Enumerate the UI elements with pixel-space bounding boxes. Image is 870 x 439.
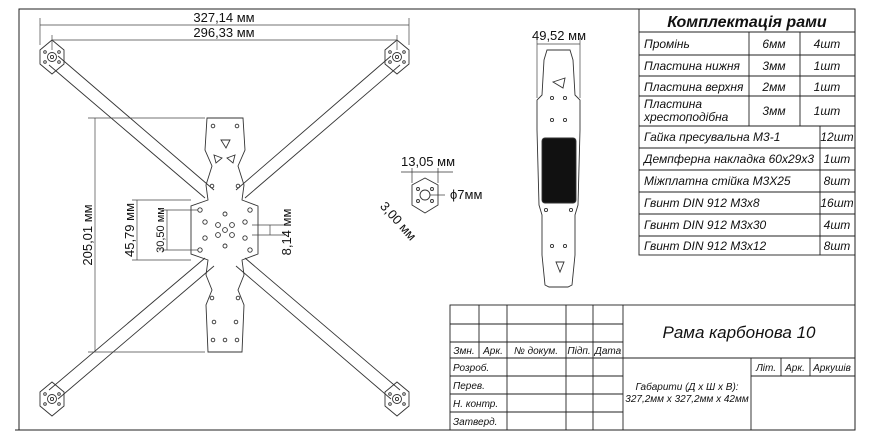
kit-row-3-name: Пластина верхня [644,80,744,94]
dim-plate-width: 49,52 мм [532,28,586,43]
kit-row-6-name: Демпферна накладка 60х29х3 [642,152,814,166]
frame-dimension-lines [39,18,410,353]
dim-mount-size: 13,05 мм [401,154,455,169]
kit-row-5-name: Гайка пресувальна М3-1 [644,130,780,144]
dim-mount-hole: ϕ7мм [450,187,482,202]
kit-row-3-qty: 1шт [814,80,841,94]
center-plate [190,117,259,353]
dim-plate-a: 45,79 мм [122,203,137,257]
tb-ark: Арк. [784,363,805,374]
kit-row-5-qty: 12шт [820,130,853,144]
arm-bottom-left [48,257,215,400]
kit-row-1-name: Промінь [644,37,690,51]
tb-col-ark: Арк. [482,346,503,357]
frame-top-view [39,39,410,417]
kit-row-8-qty: 16шт [820,196,853,210]
kit-row-2-size: 3мм [762,59,785,73]
kit-table [638,8,856,256]
tb-col-zmn: Змн. [453,346,474,357]
kit-row-7-name: Міжплатна стійка М3Х25 [644,174,791,188]
motor-mount-bl [39,381,65,417]
battery-pad [541,137,577,204]
arm-top-right [235,55,401,199]
kit-row-4-name-2: хрестоподібна [643,110,729,124]
tb-lit: Літ. [755,363,776,374]
tb-role-approved: Затверд. [453,417,497,428]
kit-row-9-qty: 4шт [824,218,851,232]
kit-row-4-size: 3мм [762,104,785,118]
dim-overall-width: 327,14 мм [193,10,254,25]
kit-row-6-qty: 1шт [824,152,851,166]
tb-col-doc: № докум. [514,346,558,357]
kit-row-1-size: 6мм [762,37,785,51]
kit-row-2-qty: 1шт [814,59,841,73]
tb-dimensions-value: 327,2мм х 327,2мм х 42мм [625,394,749,405]
title-block [449,304,856,431]
kit-title: Комплектація рами [667,14,827,31]
kit-row-4-name-1: Пластина [644,97,702,111]
plate-view [536,49,581,288]
kit-row-8-name: Гвинт DIN 912 M3x8 [644,196,760,210]
dim-plate-c: 8,14 мм [279,209,294,256]
dim-length: 205,01 мм [80,204,95,265]
kit-row-10-qty: 8шт [824,239,851,253]
tb-arkushiv: Аркушів [812,363,851,374]
tb-dimensions-label: Габарити (Д х Ш х В): [635,381,738,393]
kit-row-10-name: Гвинт DIN 912 M3x12 [644,239,767,253]
kit-row-4-qty: 1шт [814,104,841,118]
kit-row-2-name: Пластина нижня [644,59,741,73]
kit-row-7-qty: 8шт [824,174,851,188]
kit-row-9-name: Гвинт DIN 912 M3x30 [644,218,767,232]
motor-mount-br [384,381,410,417]
tb-col-date: Дата [594,346,622,357]
kit-row-1-qty: 4шт [814,37,841,51]
tb-role-developed: Розроб. [453,362,489,374]
arm-bottom-right [235,257,401,400]
tb-role-norm: Н. контр. [453,399,498,410]
tb-col-sign: Підп. [567,346,590,357]
dim-motor-span: 296,33 мм [193,25,254,40]
tb-role-checked: Перев. [453,381,485,392]
arm-top-left [48,55,215,199]
dim-plate-b: 30,50 мм [155,207,167,253]
drawing-name: Рама карбонова 10 [663,323,817,342]
mount-detail [401,168,453,214]
kit-row-3-size: 2мм [761,80,785,94]
center-holes [197,123,253,343]
